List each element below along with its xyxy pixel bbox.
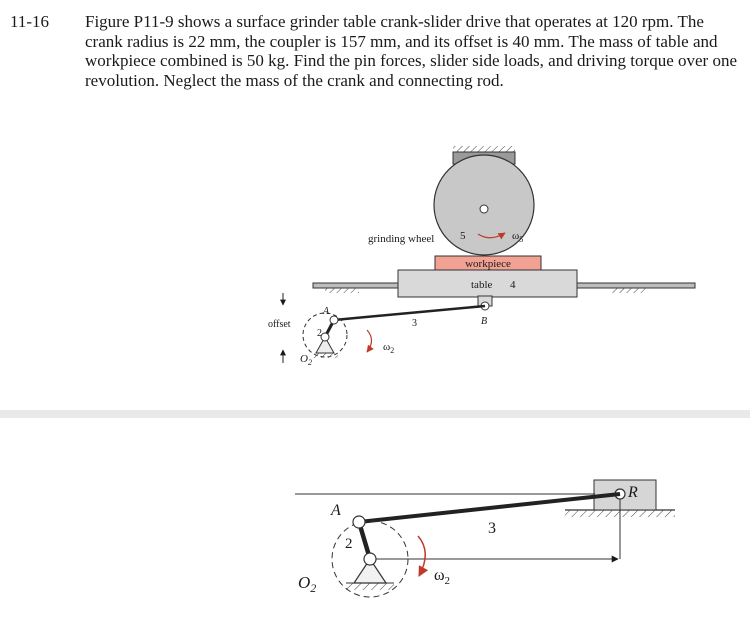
coupler-link-number: 3 — [412, 318, 417, 329]
pin-a — [329, 315, 339, 325]
table-label: table — [471, 279, 492, 291]
wheel-center-pin — [479, 204, 489, 214]
ground-pivot-pin — [363, 552, 377, 566]
crank-omega-arrow — [366, 329, 374, 353]
ground-pivot-hatch — [346, 583, 394, 590]
pin-a-label: A — [330, 502, 341, 519]
crank-path — [302, 312, 348, 358]
crank-link-number: 2 — [345, 536, 353, 552]
grinding-wheel-label: grinding wheel — [368, 233, 434, 245]
wheel-omega-arrow — [477, 232, 506, 240]
ground-pivot-hatch — [312, 353, 338, 358]
workpiece-block — [434, 255, 542, 271]
problem-statement: Figure P11-9 shows a surface grinder tab… — [85, 12, 737, 90]
surface-grinder-figure: workpiece table 4 grinding wheel 5 ω5 B … — [268, 146, 696, 367]
ground-pivot-pin — [320, 332, 330, 342]
wheel-omega-label: ω5 — [512, 230, 523, 244]
pin-a-label: A — [322, 306, 330, 317]
coupler-link — [358, 492, 621, 524]
problem-panel: 11-16 Figure P11-9 shows a surface grind… — [0, 0, 750, 410]
problem-number: 11-16 — [10, 12, 50, 31]
crank-omega-arrow — [417, 535, 429, 577]
workpiece-label: workpiece — [465, 258, 511, 270]
wheel-mount-ground-hatch — [453, 146, 515, 152]
rail-ground-hatch-left — [325, 288, 359, 293]
crank-omega-label: ω2 — [383, 341, 394, 355]
pin-b-label: B — [481, 316, 487, 327]
crank-omega-label: ω2 — [434, 567, 450, 587]
offset-label: offset — [268, 319, 291, 330]
ground-pivot-label: O2 — [300, 353, 312, 367]
rail-ground-hatch-right — [612, 288, 646, 293]
coupler-link — [333, 304, 486, 322]
crank-path — [331, 520, 409, 598]
crank-slider-diagram: R 3 A 2 O2 ω2 — [295, 479, 675, 598]
table-link-number: 4 — [510, 279, 516, 291]
kinematic-diagram-panel: R 3 A 2 O2 ω2 — [0, 418, 750, 620]
pin-a — [352, 515, 366, 529]
wheel-link-number: 5 — [460, 230, 466, 242]
ground-pivot-label: O2 — [298, 573, 316, 595]
slider-label: R — [627, 484, 638, 501]
crank-link-number: 2 — [317, 328, 322, 339]
coupler-link-number: 3 — [488, 520, 496, 537]
